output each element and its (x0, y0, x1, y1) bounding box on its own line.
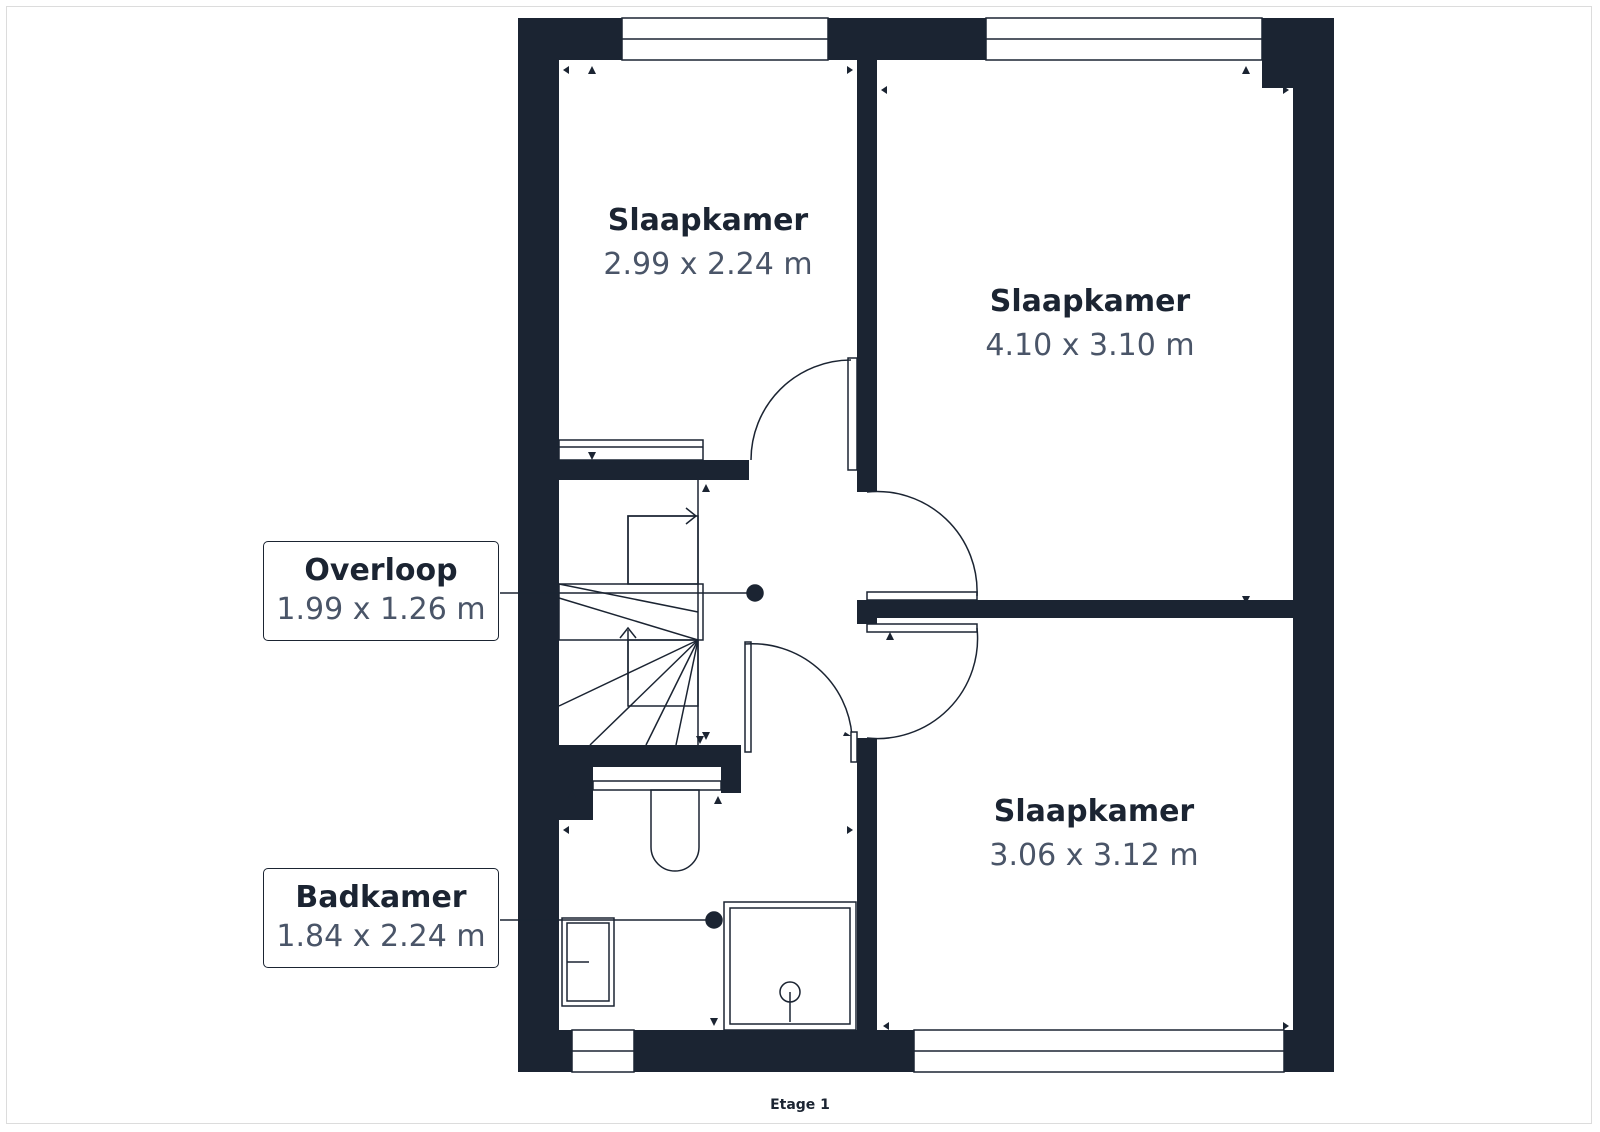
closet (558, 439, 704, 461)
floor-label: Etage 1 (770, 1097, 830, 1113)
dimension-markers (563, 66, 1289, 1030)
room-name: Slaapkamer (990, 284, 1191, 319)
callout-badkamer: Badkamer 1.84 x 2.24 m (263, 868, 499, 968)
interior-walls (559, 60, 1293, 1030)
callout-name: Badkamer (295, 880, 467, 915)
staircase (558, 480, 704, 746)
bathroom-fixtures (561, 780, 857, 1031)
room-name: Slaapkamer (994, 794, 1195, 829)
room-dimensions: 3.06 x 3.12 m (989, 838, 1198, 873)
room-dimensions: 4.10 x 3.10 m (985, 328, 1194, 363)
room-dimensions: 2.99 x 2.24 m (603, 247, 812, 282)
callout-leaders (500, 584, 764, 929)
page-frame (6, 6, 1592, 1124)
callout-name: Overloop (304, 553, 458, 588)
callout-dimensions: 1.99 x 1.26 m (276, 592, 486, 627)
callout-dimensions: 1.84 x 2.24 m (276, 919, 486, 954)
outer-walls (518, 18, 1334, 1072)
callout-overloop: Overloop 1.99 x 1.26 m (263, 541, 499, 641)
room-name: Slaapkamer (608, 203, 809, 238)
door-swings (744, 357, 979, 763)
